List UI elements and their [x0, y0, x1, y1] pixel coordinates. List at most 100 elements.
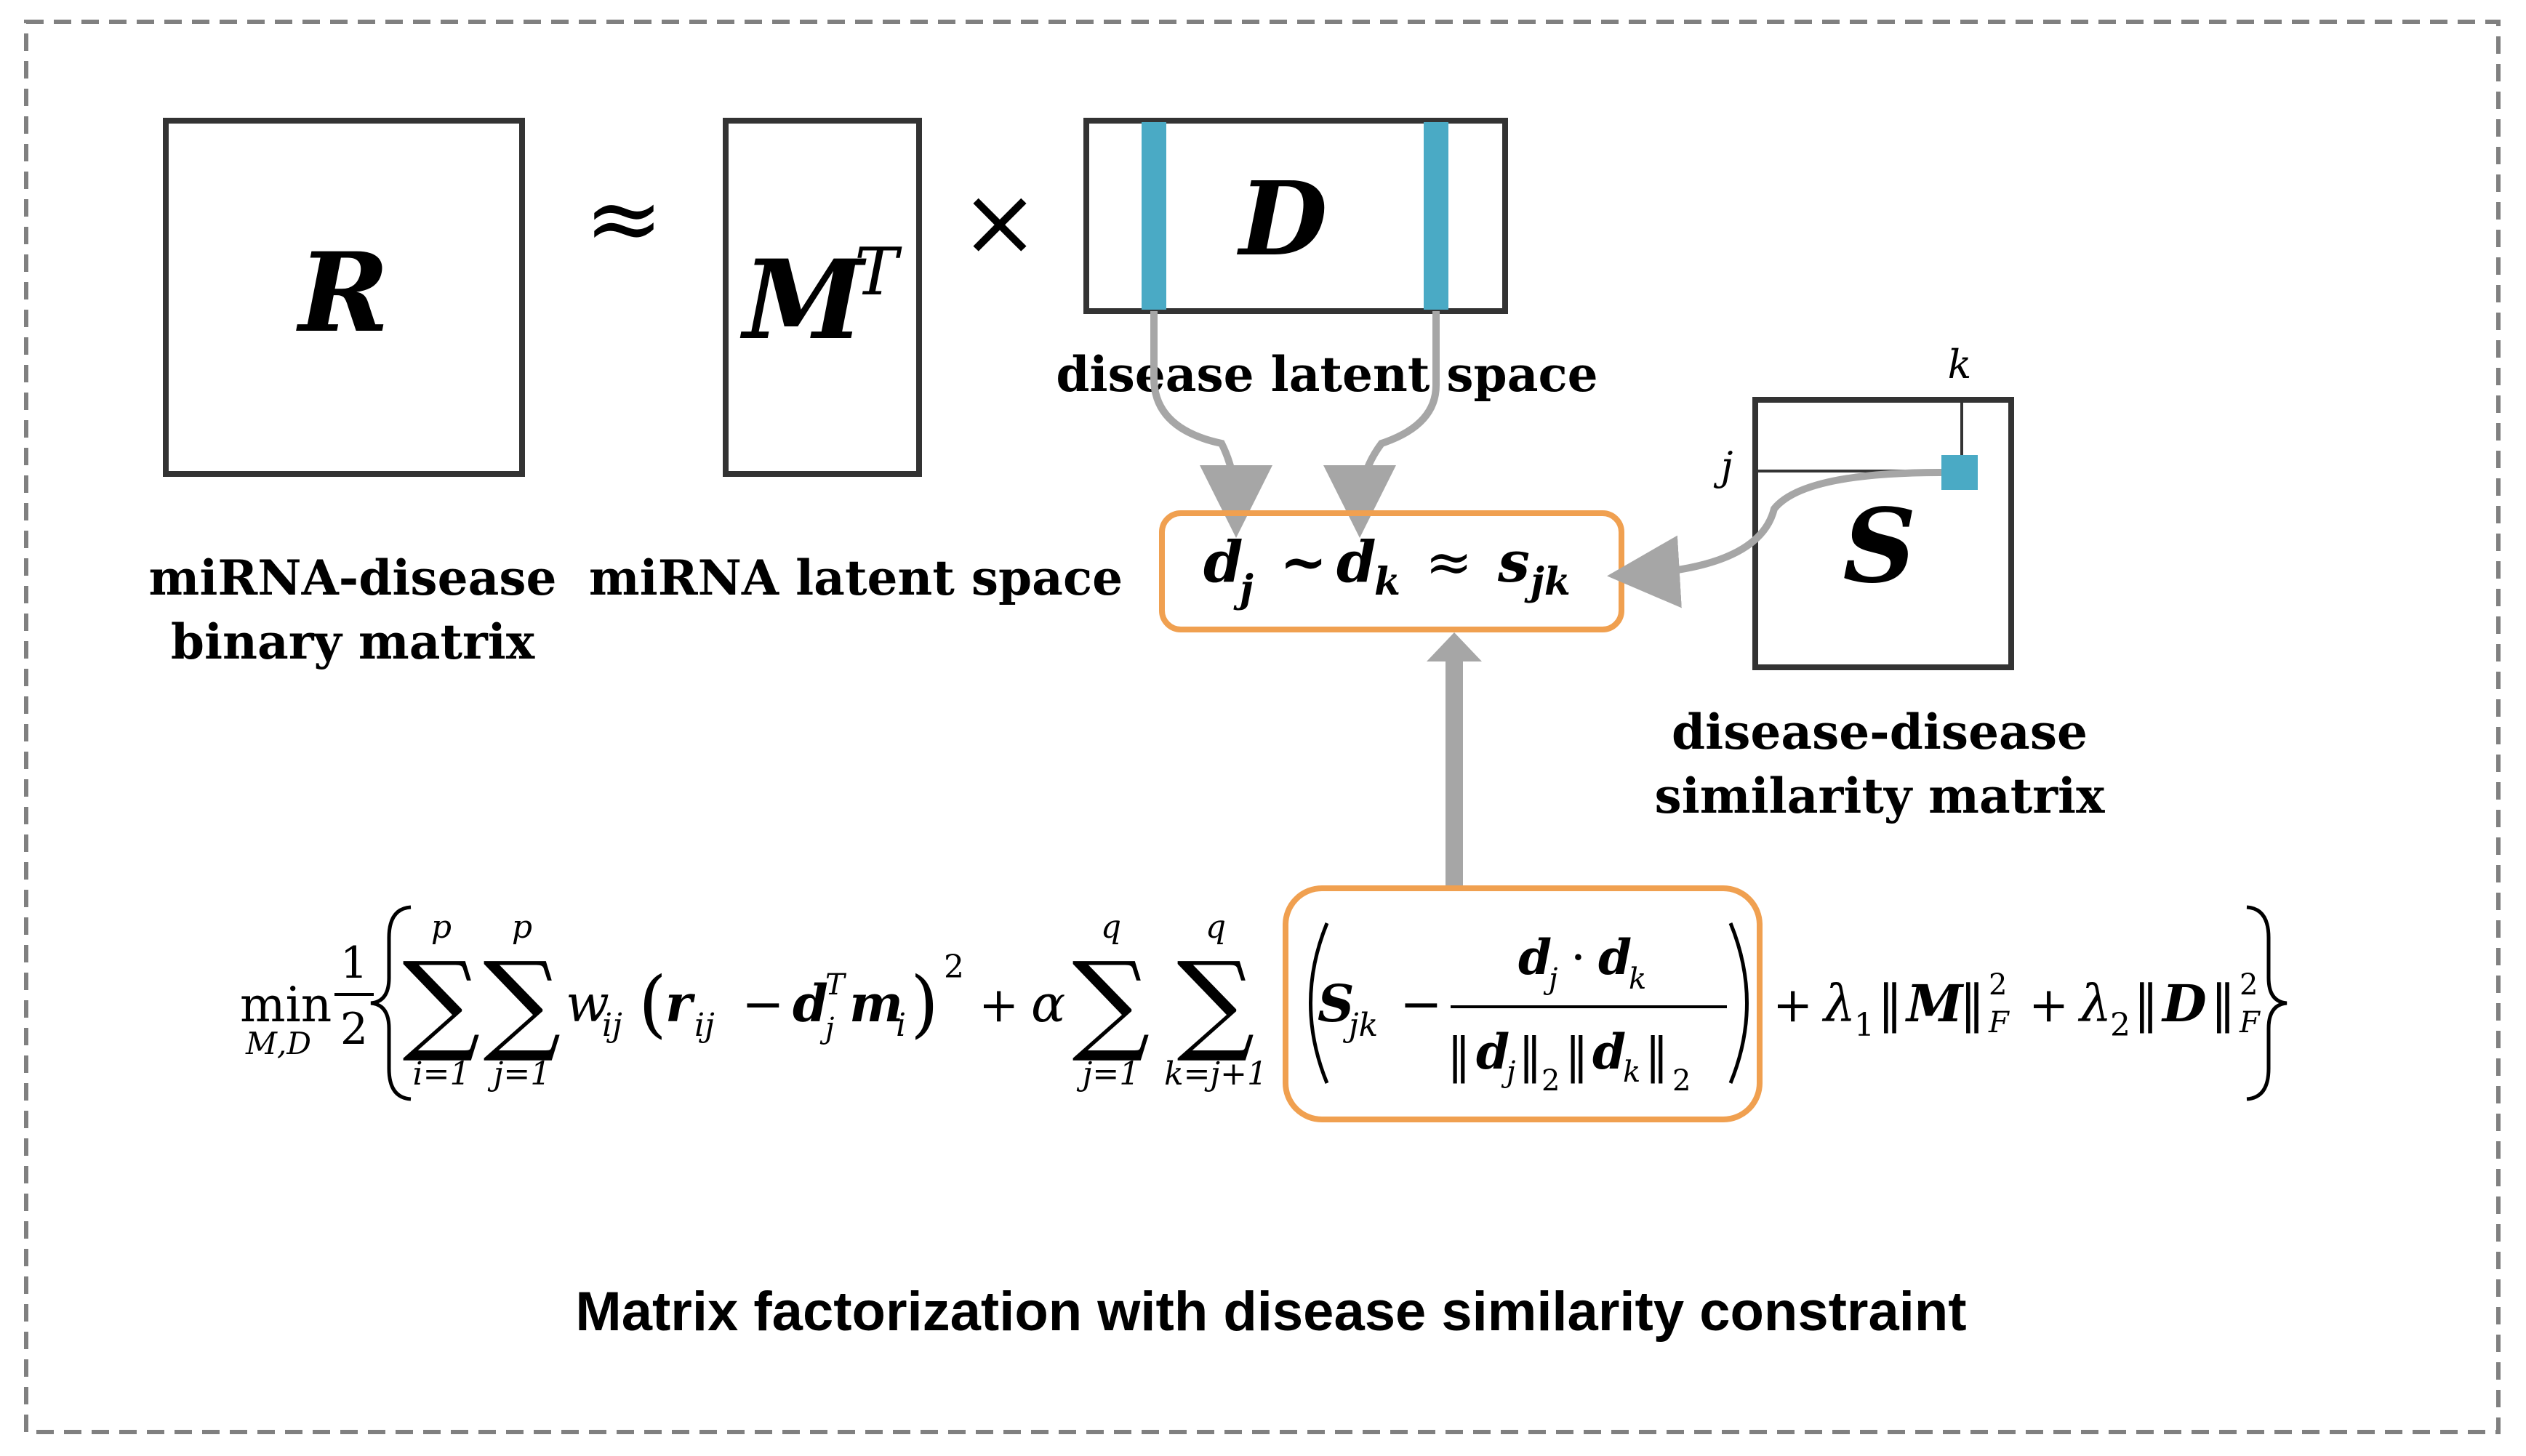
- arrow-dj-to-relation: [1150, 311, 1272, 538]
- matrix-r-caption-line2: binary matrix: [171, 614, 535, 670]
- formula-S: S: [1318, 973, 1355, 1034]
- formula-plus-3: +: [2029, 977, 2069, 1033]
- formula-alpha: α: [1031, 974, 1065, 1034]
- matrix-r-symbol: R: [296, 229, 390, 357]
- matrix-mt-box: [723, 118, 922, 477]
- formula-big-paren-open: [1309, 922, 1329, 1084]
- formula-highlight-box: [1283, 885, 1763, 1122]
- outer-dashed-border: [24, 20, 2501, 1434]
- formula-sum1-top: p: [431, 909, 452, 946]
- formula-sum2-top: p: [512, 909, 532, 946]
- formula-sum1-symbol: ∑: [402, 939, 480, 1066]
- formula-d: d: [793, 973, 828, 1034]
- formula-lambda2: λ: [2077, 974, 2112, 1034]
- matrix-d-box: [1083, 118, 1508, 314]
- formula-w: w: [566, 974, 609, 1034]
- formula-sum4-symbol: ∑: [1176, 939, 1254, 1066]
- formula-min: min: [240, 977, 332, 1033]
- formula-sum3-symbol: ∑: [1072, 939, 1150, 1066]
- arrow-sjk-to-relation: [1607, 469, 1942, 608]
- formula-frac-den-dk: d: [1592, 1023, 1626, 1080]
- relation-s: s: [1497, 529, 1530, 595]
- formula-normD-F: F: [2239, 1006, 2261, 1039]
- formula-sum1-bot: i=1: [413, 1055, 470, 1093]
- formula-paren-close-1: ): [910, 961, 939, 1046]
- s-col-index: k: [1948, 342, 1972, 387]
- formula-minus-1: −: [742, 974, 785, 1034]
- matrix-s-box: [1752, 397, 2014, 670]
- formula-m-sub: i: [896, 1007, 906, 1044]
- formula-norm-open-1: ‖: [1447, 1028, 1471, 1084]
- relation-s-sub: jk: [1524, 560, 1571, 604]
- formula-sum4-bot: k=j+1: [1164, 1055, 1267, 1093]
- relation-expression: d j ~ d k ≈ s jk: [1203, 529, 1571, 611]
- formula-norm-sub-2: 2: [1672, 1064, 1691, 1098]
- formula-left-brace: [370, 905, 412, 1101]
- d-column-k: [1424, 122, 1448, 310]
- formula-lambda1: λ: [1821, 974, 1856, 1034]
- formula-normM-open: ‖: [1877, 974, 1903, 1034]
- formula-normD-open: ‖: [2133, 974, 2159, 1034]
- formula-min-sub: M,D: [245, 1026, 311, 1061]
- formula-sum2-bot: j=1: [487, 1055, 551, 1093]
- matrix-s-caption-line1: disease-disease: [1672, 704, 2088, 760]
- matrix-mt-caption: miRNA latent space: [589, 550, 1123, 606]
- formula-frac-num-dk: d: [1598, 929, 1632, 986]
- relation-dj: d: [1203, 529, 1243, 595]
- formula-r-sub: ij: [694, 1007, 715, 1044]
- formula-norm-open-2: ‖: [1565, 1028, 1589, 1084]
- formula-sum3-top: q: [1101, 909, 1121, 946]
- formula-plus-2: +: [1773, 977, 1813, 1033]
- matrix-mt-symbol: M: [739, 236, 867, 364]
- formula-frac-den-dj: d: [1476, 1023, 1509, 1080]
- formula-right-brace: [2246, 905, 2288, 1101]
- arrow-formula-to-relation-head: [1427, 632, 1482, 661]
- formula-S-sub: jk: [1342, 1007, 1378, 1044]
- matrix-r-box: [163, 118, 525, 477]
- formula-frac-den-dk-sub: k: [1623, 1055, 1640, 1089]
- formula-sum2-symbol: ∑: [483, 939, 561, 1066]
- arrow-dk-to-relation: [1323, 311, 1440, 538]
- formula-big-paren-close: [1728, 922, 1749, 1084]
- objective-formula: min M,D 1 2 p ∑ i=1 p ∑ j=1 w ij ( r ij …: [240, 905, 2288, 1101]
- formula-lambda1-sub: 1: [1854, 1007, 1875, 1044]
- matrix-mt-superscript: T: [854, 234, 902, 310]
- formula-m: m: [849, 973, 903, 1034]
- matrix-d-symbol: D: [1236, 160, 1327, 279]
- formula-plus-1: +: [979, 977, 1019, 1033]
- formula-w-sub: ij: [602, 1007, 622, 1044]
- matrix-s-caption-line2: similarity matrix: [1655, 768, 2106, 824]
- formula-normM-close: ‖: [1960, 974, 1985, 1034]
- matrix-d-caption: disease latent space: [1056, 346, 1597, 403]
- formula-normD-close: ‖: [2210, 974, 2236, 1034]
- formula-frac-dot: ·: [1571, 930, 1586, 986]
- relation-dk: d: [1336, 529, 1376, 595]
- formula-half-den: 2: [340, 1004, 368, 1055]
- formula-normD-sup: 2: [2240, 968, 2258, 1002]
- formula-frac-num-dk-sub: k: [1629, 962, 1646, 996]
- s-element-jk: [1941, 455, 1978, 490]
- approx-operator: ≈: [585, 163, 664, 273]
- figure-title: Matrix factorization with disease simila…: [575, 1281, 1966, 1343]
- formula-norm-close-1: ‖: [1518, 1028, 1542, 1084]
- formula-norm-sub-1: 2: [1541, 1064, 1560, 1098]
- relation-approx: ≈: [1425, 530, 1472, 595]
- s-row-index: j: [1714, 443, 1733, 489]
- formula-sum3-bot: j=1: [1076, 1055, 1140, 1093]
- relation-sim: ~: [1280, 529, 1327, 595]
- formula-lambda2-sub: 2: [2110, 1007, 2130, 1044]
- formula-frac-num-dj: d: [1518, 929, 1552, 986]
- formula-d-sup: T: [825, 968, 847, 1002]
- formula-minus-2: −: [1400, 974, 1443, 1034]
- times-operator: ×: [961, 166, 1040, 277]
- formula-half-num: 1: [340, 938, 368, 989]
- formula-sum4-top: q: [1206, 909, 1226, 946]
- formula-square: 2: [944, 949, 964, 986]
- formula-D: D: [2161, 973, 2207, 1034]
- d-column-j: [1142, 122, 1166, 310]
- formula-normM-F: F: [1988, 1006, 2010, 1039]
- matrix-s-symbol: S: [1843, 487, 1916, 606]
- matrix-r-caption-line1: miRNA-disease: [149, 550, 557, 606]
